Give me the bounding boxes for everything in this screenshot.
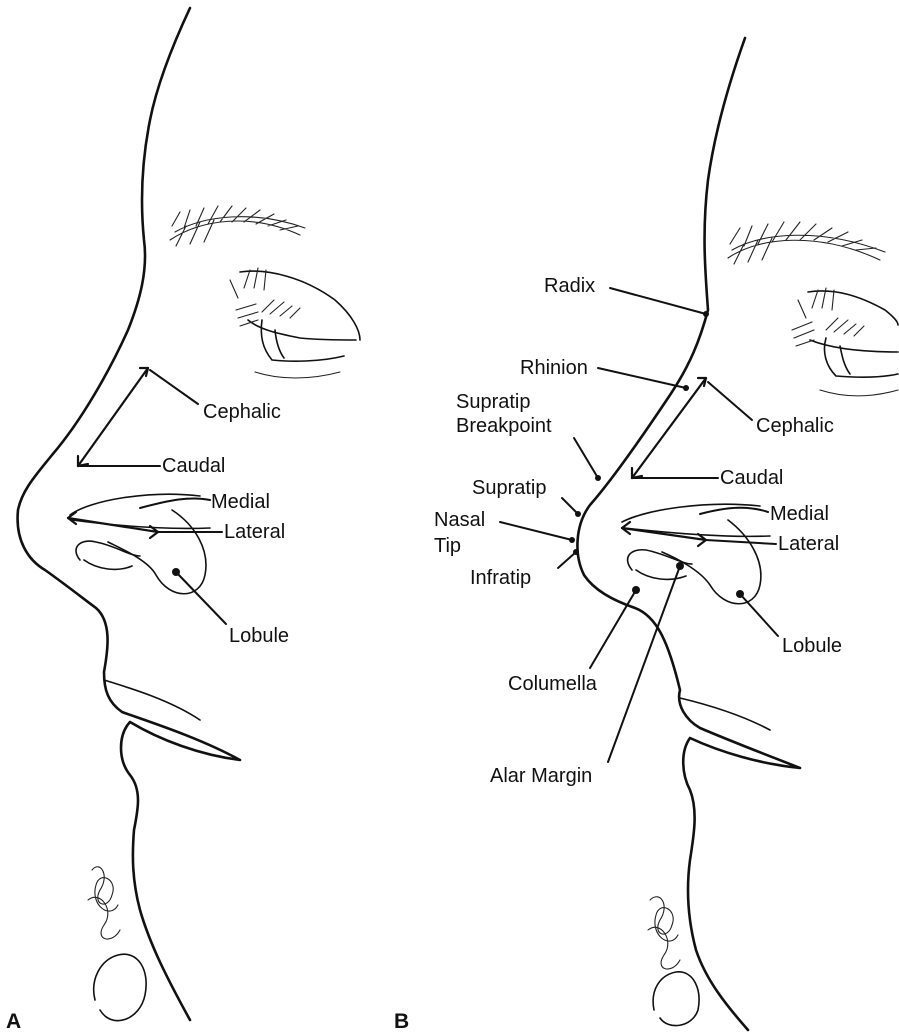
panel-b-radix-label: Radix	[544, 275, 595, 297]
panel-b-medial-leader	[700, 508, 768, 514]
panel-b-rhinion-dot	[683, 385, 689, 391]
panel-a-letter: A	[6, 1010, 21, 1033]
panel-a-medial-lateral-arrow	[68, 512, 158, 538]
panel-a-lobule-label: Lobule	[229, 625, 289, 647]
panel-b-supratip-dot	[575, 511, 581, 517]
panel-b-medial-label: Medial	[770, 503, 829, 525]
panel-a-medial-label: Medial	[211, 491, 270, 513]
panel-b-infratip-label: Infratip	[470, 567, 531, 589]
panel-b-cephalic-caudal-arrow	[632, 378, 706, 478]
panel-b-letter: B	[394, 1010, 409, 1033]
panel-b-lobule-dot	[736, 590, 744, 598]
panel-b-lateral-label: Lateral	[778, 533, 839, 555]
panel-a-profile-drawing	[18, 8, 360, 1021]
panel-b-supratip-breakpoint-dot	[595, 475, 601, 481]
panel-b-lobule-leader	[740, 594, 778, 636]
panel-b-infratip-dot	[573, 549, 579, 555]
panel-b-radix-leader	[610, 288, 706, 314]
panel-b-caudal-label: Caudal	[720, 467, 783, 489]
panel-a: Cephalic Caudal Medial Lateral Lobule A	[6, 8, 360, 1033]
panel-b-alar-margin-dot	[676, 562, 684, 570]
panel-b-nasal-tip-label-line2: Tip	[434, 535, 461, 557]
panel-b-rhinion-leader	[598, 368, 686, 388]
panel-b-columella-leader	[590, 590, 636, 668]
panel-b-cephalic-label: Cephalic	[756, 415, 834, 437]
panel-a-cephalic-caudal-arrow	[78, 368, 148, 466]
panel-b-cephalic-leader	[708, 382, 752, 420]
panel-b-nasal-tip-label-line1: Nasal	[434, 509, 485, 531]
panel-a-lobule-leader	[176, 572, 226, 624]
panel-b-rhinion-label: Rhinion	[520, 357, 588, 379]
panel-a-lobule-dot	[172, 568, 180, 576]
panel-b-lobule-label: Lobule	[782, 635, 842, 657]
panel-a-cephalic-label: Cephalic	[203, 401, 281, 423]
panel-b-supratip-label: Supratip	[472, 477, 547, 499]
panel-b: Radix Rhinion Supratip Breakpoint Suprat…	[394, 38, 898, 1033]
panel-b-radix-dot	[703, 311, 709, 317]
panel-b-lateral-leader	[706, 540, 776, 544]
panel-b-supratip-breakpoint-leader	[574, 438, 598, 478]
panel-b-columella-label: Columella	[508, 673, 598, 695]
panel-b-columella-dot	[632, 586, 640, 594]
panel-a-lateral-label: Lateral	[224, 521, 285, 543]
panel-a-cephalic-leader	[150, 370, 198, 404]
panel-b-profile-drawing	[577, 38, 898, 1030]
panel-b-alar-margin-leader	[608, 566, 680, 762]
panel-b-infratip-leader	[558, 552, 576, 568]
panel-b-supratip-breakpoint-label-line1: Supratip	[456, 391, 531, 413]
panel-b-supratip-breakpoint-label-line2: Breakpoint	[456, 415, 552, 437]
panel-a-medial-leader	[140, 498, 210, 508]
panel-b-alar-margin-label: Alar Margin	[490, 765, 592, 787]
panel-b-nasal-tip-dot	[569, 537, 575, 543]
panel-b-supratip-leader	[562, 498, 578, 514]
panel-a-caudal-label: Caudal	[162, 455, 225, 477]
panel-b-nasal-tip-leader	[500, 522, 572, 540]
